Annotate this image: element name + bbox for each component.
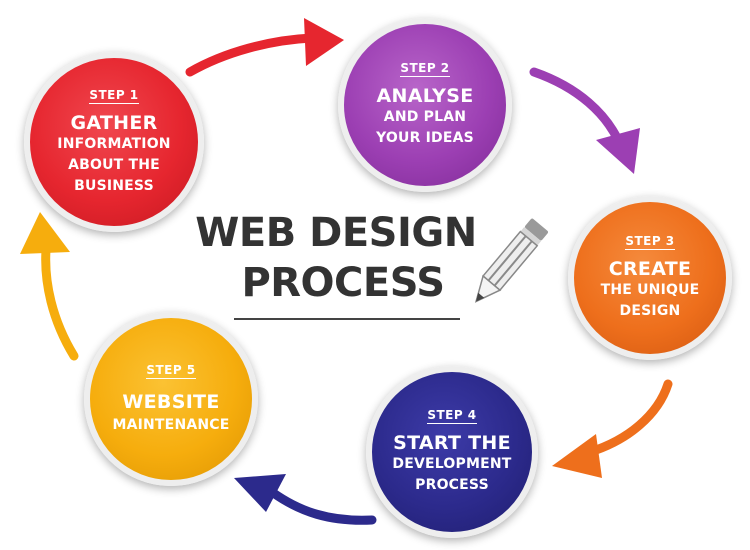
step-label: STEP 5 bbox=[146, 362, 196, 379]
step-label: STEP 1 bbox=[89, 87, 139, 104]
step-text: AND PLAN bbox=[383, 109, 467, 125]
step-label: STEP 3 bbox=[625, 234, 675, 250]
step-label: STEP 2 bbox=[400, 61, 450, 77]
title-underline bbox=[234, 318, 460, 320]
arrow-step2-to-step3 bbox=[529, 67, 640, 174]
step-text: MAINTENANCE bbox=[112, 416, 230, 433]
step-text: DESIGN bbox=[619, 303, 681, 319]
step-5-circle: STEP 5 WEBSITE MAINTENANCE bbox=[84, 312, 258, 486]
step-heading: GATHER bbox=[70, 111, 158, 134]
title-line-2: PROCESS bbox=[241, 260, 445, 306]
pencil-icon bbox=[474, 218, 548, 303]
step-3-circle: STEP 3 CREATE THE UNIQUE DESIGN bbox=[568, 196, 732, 360]
title-line-1: WEB DESIGN bbox=[195, 210, 477, 256]
step-2-circle: STEP 2 ANALYSE AND PLAN YOUR IDEAS bbox=[338, 18, 512, 192]
step-label: STEP 4 bbox=[427, 408, 477, 424]
arrow-step4-to-step5 bbox=[234, 474, 377, 525]
arrow-step5-to-step1 bbox=[20, 212, 79, 361]
step-heading: CREATE bbox=[608, 258, 692, 280]
step-text: DEVELOPMENT bbox=[392, 456, 512, 472]
step-heading: START THE bbox=[393, 432, 511, 454]
diagram-title: WEB DESIGN PROCESS bbox=[186, 208, 486, 308]
step-text: INFORMATION bbox=[57, 135, 171, 152]
step-text: BUSINESS bbox=[74, 177, 154, 194]
step-heading: ANALYSE bbox=[376, 85, 474, 107]
arrow-step1-to-step2 bbox=[185, 18, 344, 77]
step-text: ABOUT THE bbox=[68, 156, 160, 173]
step-1-circle: STEP 1 GATHER INFORMATION ABOUT THE BUSI… bbox=[24, 52, 204, 232]
step-text: YOUR IDEAS bbox=[376, 130, 474, 146]
step-heading: WEBSITE bbox=[122, 390, 220, 413]
step-text: THE UNIQUE bbox=[600, 282, 700, 298]
arrow-step3-to-step4 bbox=[552, 379, 673, 478]
step-4-circle: STEP 4 START THE DEVELOPMENT PROCESS bbox=[366, 366, 538, 538]
step-text: PROCESS bbox=[415, 477, 489, 493]
